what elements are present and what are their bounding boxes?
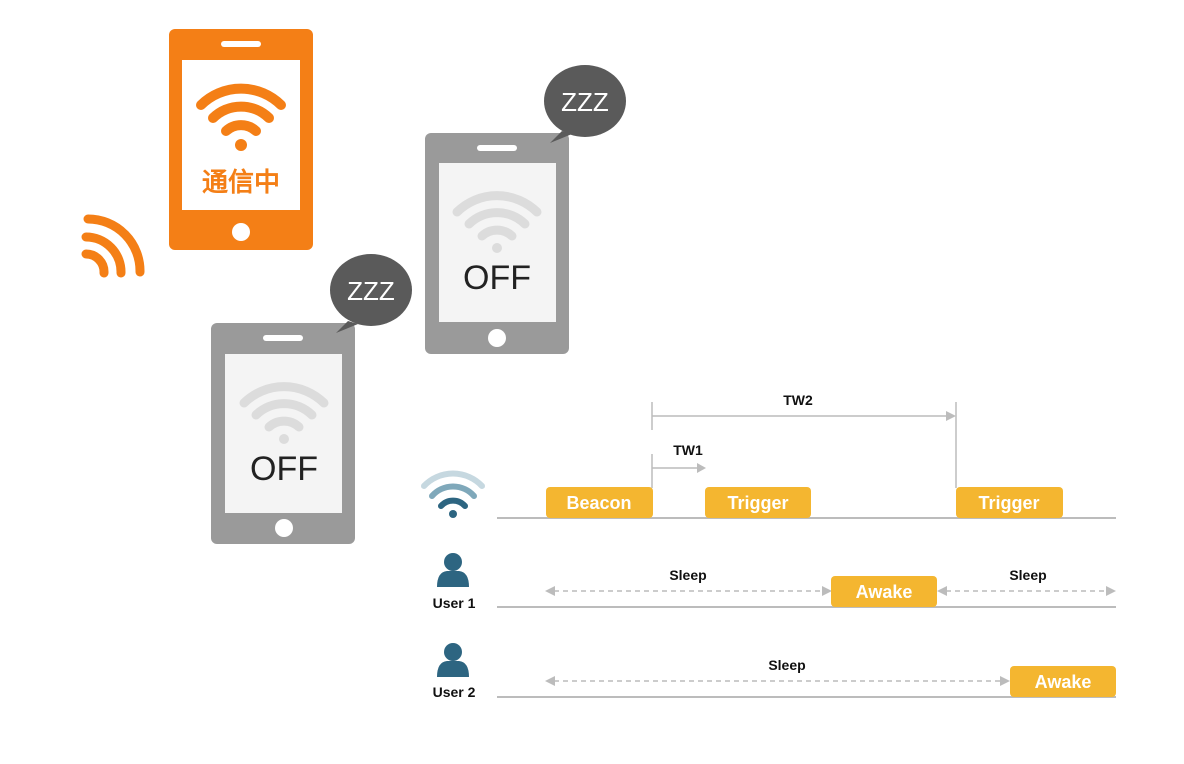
sleep-bubble: ZZZ [330,254,412,333]
tw1-marker: TW1 [651,442,706,488]
sleep-bubble: ZZZ [544,65,626,143]
signal-waves-icon [81,214,145,278]
trigger-label: Trigger [978,493,1039,513]
user-icon [437,553,469,587]
user1-awake-label: Awake [856,582,913,602]
active-phone: 通信中 [169,29,313,250]
user2-awake-label: Awake [1035,672,1092,692]
user2-sleep: Sleep [768,657,805,673]
trigger-box: Trigger [705,487,811,518]
sleep-bubble-text: ZZZ [347,276,395,306]
wifi-icon [421,470,485,518]
sleep-bubble-text: ZZZ [561,87,609,117]
user-icon [437,643,469,677]
user1-sleep-right: Sleep [1009,567,1046,583]
trigger-box: Trigger [956,487,1063,518]
sleeping-phone-lower: OFF ZZZ [211,254,412,544]
beacon-label: Beacon [566,493,631,513]
sleeping-phone-upper: OFF ZZZ [425,65,626,354]
wifi-icon [239,382,329,444]
wifi-icon [452,191,542,253]
tw2-label: TW2 [783,392,813,408]
tw2-marker: TW2 [651,392,957,488]
active-phone-status: 通信中 [202,168,280,198]
sleeping-phone-lower-status: OFF [250,450,318,488]
awake-box: Awake [831,576,937,607]
sleeping-phone-upper-status: OFF [463,259,531,297]
awake-box: Awake [1010,666,1116,697]
user1-row: User 1 Sleep Awake Sleep [433,553,1116,611]
user2-label: User 2 [433,684,476,700]
user2-row: User 2 Sleep Awake [433,643,1116,700]
ap-row: Beacon Trigger Trigger [421,470,1116,519]
beacon-box: Beacon [546,487,653,518]
trigger-label: Trigger [727,493,788,513]
user1-sleep-left: Sleep [669,567,706,583]
user1-label: User 1 [433,595,476,611]
tw1-label: TW1 [673,442,703,458]
wifi-icon [196,83,286,151]
